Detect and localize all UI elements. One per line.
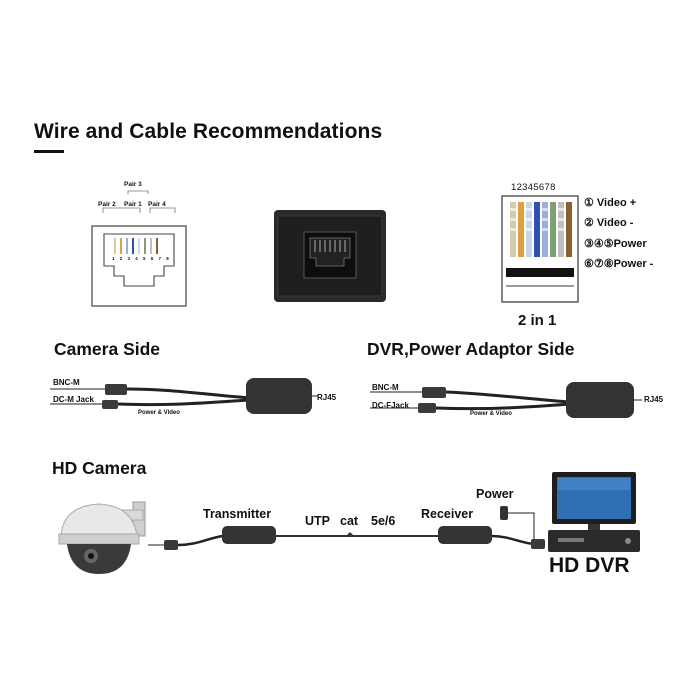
dvr-side-heading: DVR,Power Adaptor Side <box>367 339 575 359</box>
cat-label: cat <box>340 514 359 528</box>
dvr-monitor-photo <box>548 472 640 552</box>
dvr-bnc-label: BNC-M <box>372 383 399 392</box>
camera-rj45-label: RJ45 <box>317 393 337 402</box>
transmitter-balun <box>222 526 276 544</box>
receiver-label: Receiver <box>421 507 474 521</box>
hd-dvr-label: HD DVR <box>549 554 630 577</box>
legend-power-minus: ⑥⑦⑧Power - <box>584 258 654 270</box>
power-label: Power <box>476 487 514 501</box>
pair-3-label: Pair 3 <box>124 181 142 188</box>
rj45-plug-diagram <box>501 195 579 303</box>
jack-pin-group <box>114 238 158 254</box>
camera-side-balun <box>50 378 318 414</box>
legend-power-plus: ③④⑤Power <box>584 238 647 250</box>
plug-caption: 2 in 1 <box>518 312 557 329</box>
dvr-cable-label: Power & Video <box>470 411 512 417</box>
transmission-link <box>148 506 545 550</box>
rj45-port-photo <box>274 210 386 302</box>
camera-bnc-label: BNC-M <box>53 378 80 387</box>
camera-cable-label: Power & Video <box>138 410 180 416</box>
receiver-balun <box>438 526 492 544</box>
pair-1-label: Pair 1 <box>124 201 142 208</box>
hd-camera-heading: HD Camera <box>52 458 147 478</box>
cat-version-label: 5e/6 <box>371 514 396 528</box>
dvr-dc-label: DC-FJack <box>372 401 409 410</box>
dvr-side-balun <box>370 382 642 418</box>
title-underline <box>34 150 64 153</box>
jack-pin-numbers: 1 2 3 4 5 6 7 8 <box>112 256 171 261</box>
transmitter-label: Transmitter <box>203 507 272 521</box>
legend-video-minus: ② Video - <box>584 217 634 229</box>
legend-video-plus: ① Video + <box>584 197 637 209</box>
pair-4-label: Pair 4 <box>148 201 166 208</box>
page-title: Wire and Cable Recommendations <box>34 120 383 143</box>
utp-label: UTP <box>305 514 330 528</box>
camera-dc-label: DC-M Jack <box>53 395 94 404</box>
plug-pin-header: 12345678 <box>511 182 556 193</box>
dvr-rj45-label: RJ45 <box>644 395 664 404</box>
camera-side-heading: Camera Side <box>54 339 161 359</box>
dome-camera-photo <box>58 501 146 574</box>
rj45-jack-diagram <box>91 190 187 307</box>
pair-2-label: Pair 2 <box>98 201 116 208</box>
